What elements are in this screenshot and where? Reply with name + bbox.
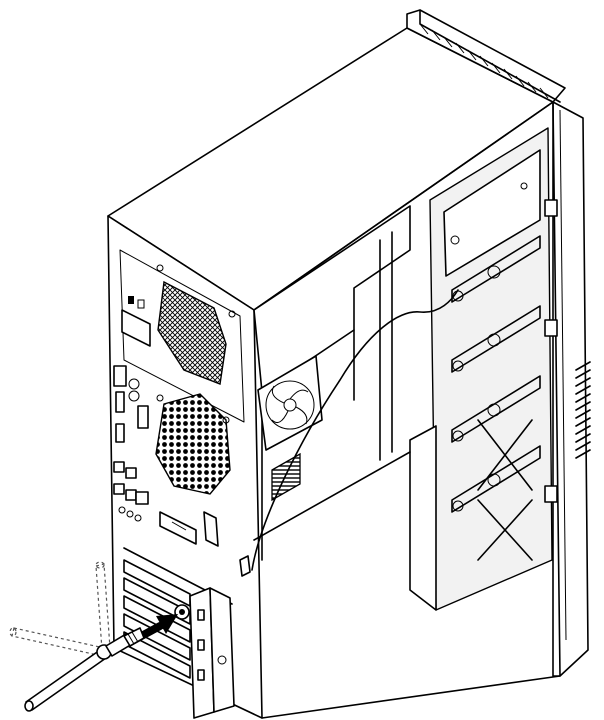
port-knockout-cover [159, 511, 197, 545]
antenna-alt-horizontal [11, 627, 105, 657]
io-ports [113, 365, 149, 522]
wifi-card-bracket [174, 587, 235, 719]
power-socket [121, 309, 151, 347]
psu-fan-grille [157, 280, 227, 385]
antenna-cable [251, 289, 459, 571]
cage-side-plate [409, 425, 437, 611]
power-supply [119, 249, 245, 423]
antenna-alt-upright [95, 563, 111, 651]
cpu-heatsink [271, 452, 301, 502]
cage-cross-brace [477, 419, 533, 491]
case-side-frame [253, 101, 561, 719]
antenna-whip [25, 649, 107, 711]
drive-cage [409, 127, 558, 611]
wifi-antenna-icon [9, 561, 145, 712]
system-fan [257, 355, 323, 451]
top-vent-grille [406, 9, 566, 103]
front-vent-slots [575, 361, 591, 459]
antenna-connector-plug [123, 627, 145, 647]
expansion-slot-covers [123, 547, 233, 679]
rear-fan-grille [155, 393, 231, 495]
side-panel-latch [239, 555, 251, 577]
rear-panel-details [113, 249, 251, 719]
